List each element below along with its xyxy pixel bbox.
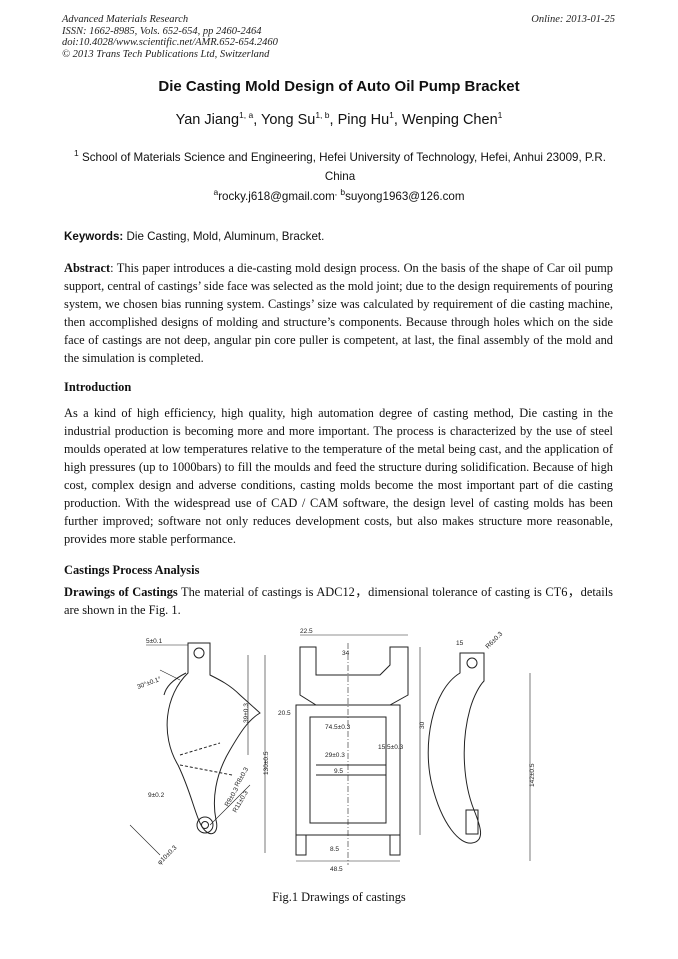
bottom-hole bbox=[201, 821, 209, 829]
dim-label: 34 bbox=[342, 650, 350, 657]
dim-label: R6±0.3 bbox=[484, 630, 504, 650]
dim-label: 9.5 bbox=[334, 768, 343, 775]
middle-view: 22.5 34 20.5 74.5±0.3 29±0.3 9.5 15.5±0.… bbox=[278, 628, 426, 873]
casting-drawing: 5±0.1 30°±0.1° 39±0.3 130±0.5 9±0.2 R8±0… bbox=[129, 628, 536, 873]
dim-label: 29±0.3 bbox=[325, 752, 345, 759]
author-sup: 1, a bbox=[239, 110, 254, 121]
dim-label: 8.5 bbox=[330, 846, 339, 853]
introduction-heading: Introduction bbox=[64, 380, 132, 394]
introduction-text: As a kind of high efficiency, high quali… bbox=[64, 406, 613, 546]
dim-label: 5±0.1 bbox=[146, 638, 163, 645]
bottom-boss bbox=[196, 816, 214, 834]
dim-label: R8±0.3 bbox=[234, 766, 251, 788]
dim-label: 130±0.5 bbox=[263, 751, 270, 775]
abstract-text: : This paper introduces a die-casting mo… bbox=[64, 261, 613, 365]
keywords: Keywords: Die Casting, Mold, Aluminum, B… bbox=[64, 230, 324, 243]
author-list: Yan Jiang1, a, Yong Su1, b, Ping Hu1, We… bbox=[175, 110, 503, 128]
figure-caption: Fig.1 Drawings of castings bbox=[272, 890, 406, 904]
affiliation-text: School of Materials Science and Engineer… bbox=[82, 151, 606, 183]
doi-line: doi:10.4028/www.scientific.net/AMR.652-6… bbox=[62, 37, 278, 48]
abstract-label: Abstract bbox=[64, 261, 111, 275]
keywords-text: Die Casting, Mold, Aluminum, Bracket. bbox=[126, 230, 325, 243]
hook-outline bbox=[427, 652, 485, 844]
online-date: Online: 2013-01-25 bbox=[531, 14, 615, 25]
author-sup: 1 bbox=[497, 110, 503, 121]
left-view: 5±0.1 30°±0.1° 39±0.3 130±0.5 9±0.2 R8±0… bbox=[129, 638, 270, 866]
dim-label: 30 bbox=[419, 721, 426, 729]
dim-leaders-2 bbox=[129, 784, 251, 856]
author-name: Ping Hu bbox=[337, 112, 390, 128]
author-sup: 1 bbox=[389, 110, 394, 121]
dim-label: 74.5±0.3 bbox=[325, 724, 351, 731]
dim-label: 39±0.3 bbox=[243, 703, 250, 723]
dim-label: 15 bbox=[456, 640, 464, 647]
paper-title: Die Casting Mold Design of Auto Oil Pump… bbox=[158, 78, 520, 95]
author-emails: arocky.j618@gmail.com, bsuyong1963@126.c… bbox=[0, 187, 678, 203]
dim-label: 30°±0.1° bbox=[136, 675, 163, 691]
right-view: 15 142±0.5 R6±0.3 bbox=[427, 630, 536, 861]
author-name: Yong Su bbox=[261, 112, 316, 128]
process-text: The material of castings is ADC12，dimens… bbox=[64, 585, 613, 617]
process-heading: Castings Process Analysis bbox=[64, 563, 200, 577]
dim-lines bbox=[247, 655, 266, 853]
email-b[interactable]: suyong1963@126.com bbox=[345, 190, 465, 203]
hook-hole bbox=[466, 657, 478, 669]
email-sup: a bbox=[213, 187, 219, 198]
email-separator: , bbox=[334, 187, 338, 198]
copyright-line: © 2013 Trans Tech Publications Ltd, Swit… bbox=[62, 48, 270, 60]
hook-slot bbox=[465, 809, 479, 835]
frame-feet bbox=[295, 835, 401, 856]
frame-bars bbox=[316, 764, 386, 776]
dim-lines bbox=[296, 634, 421, 862]
issn-line: ISSN: 1662-8985, Vols. 652-654, pp 2460-… bbox=[62, 25, 262, 37]
dim-label: 22.5 bbox=[300, 628, 313, 635]
dim-label: 9±0.2 bbox=[148, 792, 165, 799]
center-lines bbox=[179, 742, 233, 776]
affiliation-sup: 1 bbox=[74, 148, 79, 159]
journal-name: Advanced Materials Research bbox=[62, 14, 189, 25]
dim-label: 142±0.5 bbox=[529, 763, 536, 787]
process-paragraph: Drawings of Castings The material of cas… bbox=[64, 583, 613, 619]
keywords-label: Keywords: bbox=[64, 230, 124, 243]
dim-label: 20.5 bbox=[278, 710, 291, 717]
affiliation: 1 School of Materials Science and Engine… bbox=[64, 148, 616, 186]
top-flange bbox=[299, 646, 409, 706]
email-sup: b bbox=[340, 187, 346, 198]
author-sup: 1, b bbox=[315, 110, 330, 121]
bracket-outline bbox=[166, 642, 261, 834]
email-a[interactable]: rocky.j618@gmail.com bbox=[218, 190, 335, 203]
drawings-sublabel: Drawings of Castings bbox=[64, 585, 178, 599]
dim-label: φ10±0.3 bbox=[156, 844, 178, 866]
dim-leaders bbox=[146, 644, 188, 681]
dim-label: 15.5±0.3 bbox=[378, 744, 404, 751]
author-name: Wenping Chen bbox=[401, 112, 498, 128]
bracket-edge bbox=[163, 672, 187, 696]
journal-header: Advanced Materials Research ISSN: 1662-8… bbox=[62, 14, 278, 60]
dim-label: 48.5 bbox=[330, 866, 343, 873]
top-hole bbox=[193, 647, 205, 659]
author-name: Yan Jiang bbox=[175, 112, 240, 128]
abstract: Abstract: This paper introduces a die-ca… bbox=[64, 259, 613, 367]
